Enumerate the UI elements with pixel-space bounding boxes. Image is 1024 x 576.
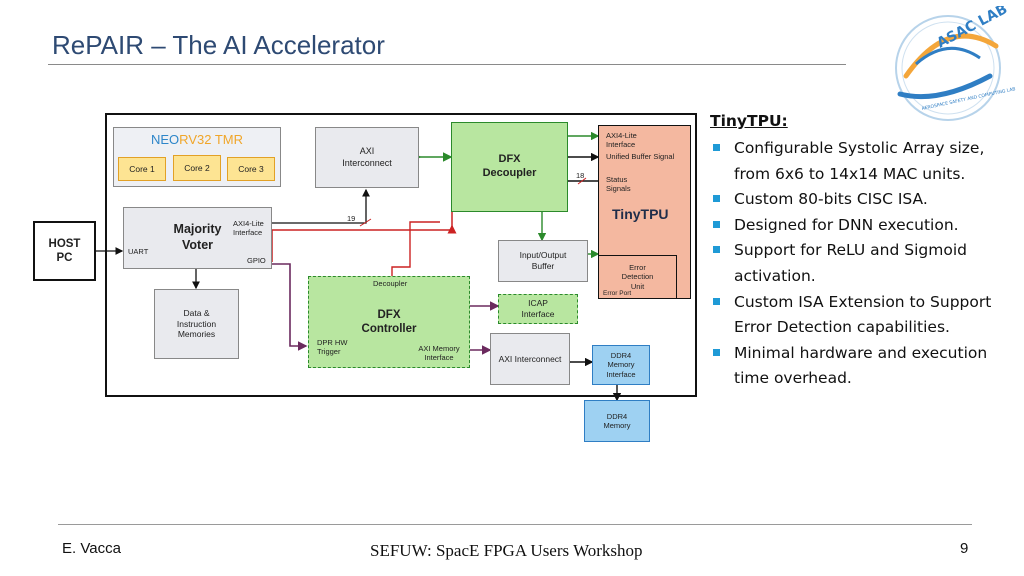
error-detection-unit-label: Error Detection Unit bbox=[621, 262, 654, 291]
neorv32-suffix: RV32 TMR bbox=[179, 132, 243, 147]
tpu-status-signals-label: Status Signals bbox=[606, 175, 631, 194]
dfx-controller-label: DFX Controller bbox=[361, 308, 417, 335]
axi-interconnect-bottom-label: AXI Interconnect bbox=[498, 353, 562, 364]
feature-item: Designed for DNN execution. bbox=[710, 213, 1015, 239]
core-2-block: Core 2 bbox=[173, 155, 221, 181]
bus-width-18-label: 18 bbox=[576, 171, 585, 180]
tinytpu-features: TinyTPU: Configurable Systolic Array siz… bbox=[710, 112, 1015, 392]
neorv32-prefix: NEO bbox=[151, 132, 180, 147]
bullet-square-icon bbox=[713, 348, 720, 356]
core-1-label: Core 1 bbox=[129, 163, 155, 174]
bullet-square-icon bbox=[713, 246, 720, 254]
fpga-frame bbox=[105, 113, 697, 397]
dfx-decoupler-block: DFX Decoupler bbox=[451, 122, 568, 212]
feature-text: Support for ReLU and Sigmoid activation. bbox=[734, 241, 967, 285]
feature-item: Custom ISA Extension to Support Error De… bbox=[710, 290, 1015, 341]
axi-interconnect-top-block: AXI Interconnect bbox=[315, 127, 419, 188]
core-1-block: Core 1 bbox=[118, 157, 166, 181]
host-pc-label: HOST PC bbox=[48, 237, 81, 264]
bullet-square-icon bbox=[713, 144, 720, 151]
dpr-hw-trigger-label: DPR HW Trigger bbox=[317, 338, 348, 357]
footer-divider bbox=[58, 524, 972, 525]
axi-interconnect-bottom-block: AXI Interconnect bbox=[490, 333, 570, 385]
tpu-unified-buffer-label: Unified Buffer Signal bbox=[606, 152, 675, 161]
ddr4-memory-block: DDR4 Memory bbox=[584, 400, 650, 442]
axi-interconnect-top-label: AXI Interconnect bbox=[342, 146, 392, 168]
icap-interface-block: ICAP Interface bbox=[498, 294, 578, 324]
io-buffer-block: Input/Output Buffer bbox=[498, 240, 588, 282]
bullet-square-icon bbox=[713, 297, 720, 305]
features-title: TinyTPU: bbox=[710, 112, 788, 130]
feature-text: Minimal hardware and execution time over… bbox=[734, 343, 988, 388]
ddr4-memory-interface-block: DDR4 Memory Interface bbox=[592, 345, 650, 385]
data-memories-label: Data & Instruction Memories bbox=[176, 308, 217, 340]
data-instruction-memories-block: Data & Instruction Memories bbox=[154, 289, 239, 359]
ddr4-memory-interface-label: DDR4 Memory Interface bbox=[606, 350, 636, 379]
footer-event: SEFUW: SpacE FPGA Users Workshop bbox=[370, 541, 643, 560]
feature-item: Support for ReLU and Sigmoid activation. bbox=[710, 238, 1015, 289]
gpio-label: GPIO bbox=[247, 256, 266, 265]
core-2-label: Core 2 bbox=[184, 162, 210, 173]
bullet-square-icon bbox=[713, 220, 720, 228]
tinytpu-label: TinyTPU bbox=[612, 206, 669, 222]
majority-voter-block: Majority Voter bbox=[123, 207, 272, 269]
majority-voter-label: Majority Voter bbox=[173, 222, 222, 252]
page-number: 9 bbox=[960, 540, 969, 557]
title-divider bbox=[48, 64, 846, 65]
feature-text: Custom ISA Extension to Support Error De… bbox=[734, 292, 992, 337]
core-3-label: Core 3 bbox=[238, 163, 264, 174]
dfx-decoupler-label: DFX Decoupler bbox=[482, 153, 537, 179]
slide-title: RePAIR – The AI Accelerator bbox=[52, 30, 385, 60]
footer-author: E. Vacca bbox=[62, 540, 121, 557]
feature-text: Configurable Systolic Array size, from 6… bbox=[734, 139, 985, 183]
error-port-label: Error Port bbox=[603, 290, 632, 297]
tpu-axi4-lite-label: AXI4-Lite Interface bbox=[606, 131, 637, 150]
decoupler-port-label: Decoupler bbox=[373, 279, 408, 288]
error-detection-unit-block: Error Detection Unit bbox=[598, 255, 677, 299]
feature-item: Configurable Systolic Array size, from 6… bbox=[710, 136, 1015, 187]
axi-memory-interface-label: AXI Memory Interface bbox=[418, 344, 460, 363]
neorv32-title: NEORV32 TMR bbox=[151, 132, 243, 148]
feature-item: Custom 80-bits CISC ISA. bbox=[710, 187, 1015, 213]
host-pc-block: HOST PC bbox=[33, 221, 96, 281]
io-buffer-label: Input/Output Buffer bbox=[519, 250, 567, 271]
dfx-controller-block: DFX Controller bbox=[308, 276, 470, 368]
feature-item: Minimal hardware and execution time over… bbox=[710, 341, 1015, 392]
bus-width-19-label: 19 bbox=[347, 214, 356, 223]
uart-label: UART bbox=[128, 247, 149, 256]
icap-interface-label: ICAP Interface bbox=[521, 298, 555, 319]
asac-lab-logo: ASAC LAB AEROSPACE SAFETY AND COMPUTING … bbox=[895, 6, 1016, 121]
feature-text: Designed for DNN execution. bbox=[734, 215, 959, 234]
bullet-square-icon bbox=[713, 195, 720, 203]
feature-text: Custom 80-bits CISC ISA. bbox=[734, 190, 928, 209]
voter-axi4-lite-label: AXI4-Lite Interface bbox=[233, 219, 264, 238]
core-3-block: Core 3 bbox=[227, 157, 275, 181]
ddr4-memory-label: DDR4 Memory bbox=[603, 411, 631, 430]
